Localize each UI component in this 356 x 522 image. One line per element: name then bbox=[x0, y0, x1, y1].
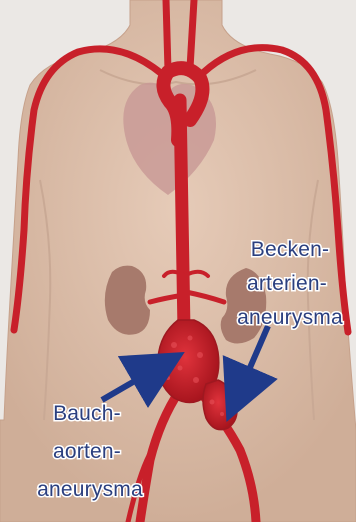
left-kidney bbox=[105, 266, 150, 335]
abdominal-label-line-3: aneurysma bbox=[37, 478, 143, 501]
iliac-label-line-3: aneurysma bbox=[237, 306, 343, 329]
iliac-label-line-1: Becken- bbox=[251, 238, 329, 261]
abdominal-label-line-1: Bauch- bbox=[53, 402, 121, 425]
iliac-label-line-2: arterien- bbox=[247, 272, 327, 295]
iliac-label: Becken- arterien- aneurysma bbox=[237, 238, 343, 329]
abdominal-label-line-2: aorten- bbox=[53, 440, 121, 463]
